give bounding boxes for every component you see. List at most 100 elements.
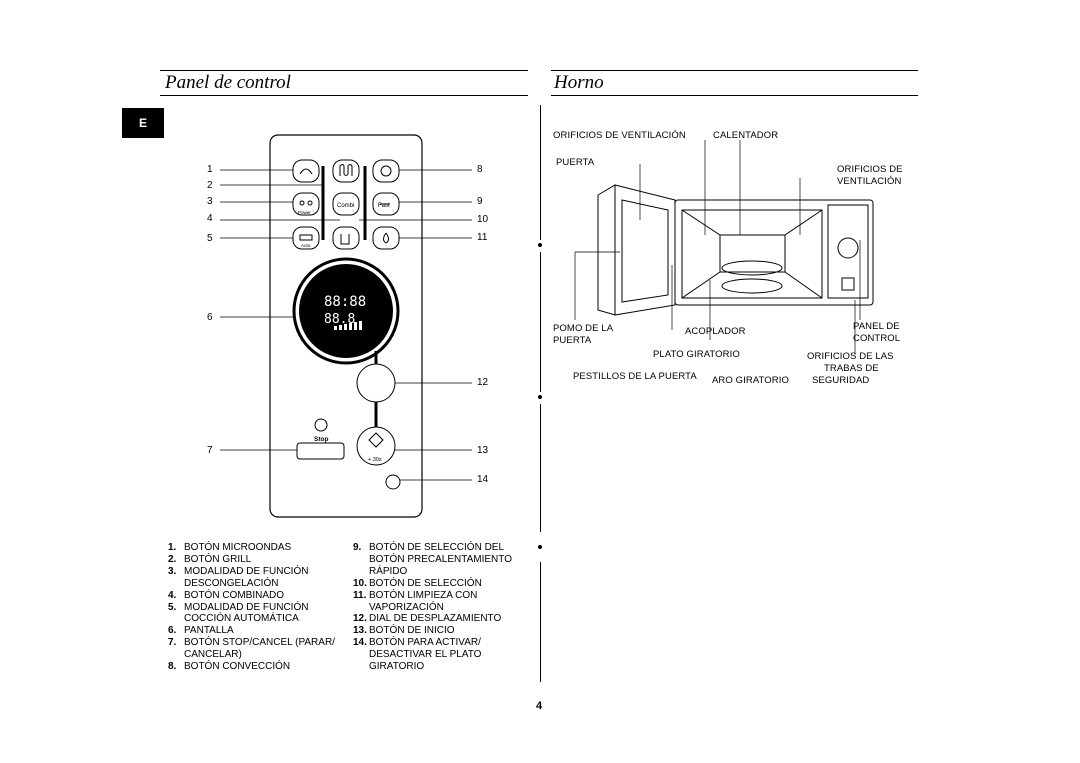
- legend-item: COCCIÓN AUTOMÁTICA: [168, 613, 335, 625]
- callout-3: 3: [207, 196, 213, 207]
- start-sub: + 30s: [368, 457, 382, 463]
- legend-item: DESACTIVAR EL PLATO: [353, 649, 512, 661]
- callout-14: 14: [477, 474, 489, 485]
- power-label: Power: [298, 210, 311, 215]
- label-handle-1: POMO DE LA: [553, 323, 614, 334]
- legend-item-number: 8.: [168, 661, 177, 673]
- page-number: 4: [536, 700, 543, 712]
- legend-item-text: RÁPIDO: [369, 565, 408, 577]
- callout-8: 8: [477, 164, 483, 175]
- label-heater: CALENTADOR: [713, 130, 779, 141]
- legend-item-number: 14.: [353, 637, 367, 649]
- legend-item-text: VAPORIZACIÓN: [369, 601, 444, 613]
- legend-item: RÁPIDO: [353, 566, 512, 578]
- callout-12: 12: [477, 377, 489, 388]
- legend-item-number: [353, 554, 369, 566]
- legend-item: CANCELAR): [168, 649, 335, 661]
- callout-6: 6: [207, 312, 213, 323]
- label-interlock-2: TRABAS DE: [824, 363, 879, 374]
- callout-9: 9: [477, 196, 483, 207]
- left-title-top-rule: [160, 70, 528, 71]
- legend-item: 14.BOTÓN PARA ACTIVAR/: [353, 637, 512, 649]
- divider-bullet-2: [538, 395, 542, 399]
- legend-item: GIRATORIO: [353, 661, 512, 673]
- legend-item-number: [168, 578, 184, 590]
- callout-4: 4: [207, 213, 213, 224]
- combi-label: Combi: [337, 203, 354, 209]
- auto-label: Auto: [301, 243, 311, 248]
- legend-item: 8. BOTÓN CONVECCIÓN: [168, 661, 335, 673]
- divider-bullet-3: [538, 545, 542, 549]
- legend-item-number: [168, 649, 184, 661]
- callout-10: 10: [477, 214, 489, 225]
- label-ring: ARO GIRATORIO: [712, 375, 789, 386]
- legend-item-number: 11.: [353, 589, 367, 601]
- legend-item: 4. BOTÓN COMBINADO: [168, 590, 335, 602]
- legend-item-number: [168, 613, 184, 625]
- legend-item: 12.DIAL DE DESPLAZAMIENTO: [353, 613, 512, 625]
- legend-item-text: GIRATORIO: [369, 661, 425, 673]
- legend-item-number: 7.: [168, 637, 177, 649]
- left-title-bottom-rule: [160, 95, 528, 96]
- label-vent-right-1: ORIFICIOS DE: [837, 164, 903, 175]
- column-divider-4: [540, 562, 541, 682]
- legend-item-text: DESACTIVAR EL PLATO: [369, 649, 482, 661]
- legend-item: 7. BOTÓN STOP/CANCEL (PARAR/: [168, 637, 335, 649]
- label-latches: PESTILLOS DE LA PUERTA: [573, 371, 697, 382]
- legend-item-text: BOTÓN DE SELECCIÓN: [369, 577, 482, 589]
- right-title-bottom-rule: [551, 95, 918, 96]
- legend-item-number: 5.: [168, 601, 177, 613]
- legend-item: 6. PANTALLA: [168, 625, 335, 637]
- callout-1: 1: [207, 164, 213, 175]
- legend-item-text: DESCONGELACIÓN: [184, 577, 279, 589]
- callout-13: 13: [477, 445, 489, 456]
- legend-item-text: MODALIDAD DE FUNCIÓN: [184, 601, 309, 613]
- legend-item-text: BOTÓN CONVECCIÓN: [184, 661, 291, 673]
- legend-item-text: CANCELAR): [184, 649, 242, 661]
- callout-11: 11: [477, 232, 488, 243]
- legend-item-number: 10.: [353, 577, 367, 589]
- legend-item-text: BOTÓN PARA ACTIVAR/: [369, 637, 481, 649]
- legend-item-text: BOTÓN MICROONDAS: [184, 542, 292, 553]
- label-interlock-3: SEGURIDAD: [812, 375, 870, 386]
- legend-item-text: BOTÓN STOP/CANCEL (PARAR/: [184, 637, 335, 649]
- legend-item: BOTÓN PRECALENTAMIENTO: [353, 554, 512, 566]
- legend-item: 9. BOTÓN DE SELECCIÓN DEL: [353, 542, 512, 554]
- stop-label: Stop: [314, 436, 328, 443]
- legend-item-number: 6.: [168, 625, 177, 637]
- label-handle-2: PUERTA: [553, 335, 592, 346]
- legend-item-number: 2.: [168, 553, 177, 565]
- column-divider-1: [540, 105, 541, 240]
- legend-item: 1. BOTÓN MICROONDAS: [168, 542, 335, 554]
- oven-diagram: [574, 140, 874, 355]
- legend-item: DESCONGELACIÓN: [168, 578, 335, 590]
- legend-item-text: BOTÓN DE SELECCIÓN DEL: [369, 542, 505, 553]
- callout-7: 7: [207, 445, 213, 456]
- legend-item-text: BOTÓN GRILL: [184, 553, 252, 565]
- legend-item-number: 1.: [168, 542, 177, 553]
- legend-item-number: 4.: [168, 589, 177, 601]
- label-panel-1: PANEL DE: [853, 321, 900, 332]
- legend-item-number: 9.: [353, 542, 362, 553]
- legend-item-text: MODALIDAD DE FUNCIÓN: [184, 565, 309, 577]
- control-panel-diagram: Combi Fast Power Auto 88:88 88.8 Stop + …: [220, 134, 472, 518]
- legend-item-number: 13.: [353, 625, 367, 637]
- legend-item-number: 12.: [353, 613, 367, 625]
- legend-item-text: PANTALLA: [184, 625, 234, 637]
- legend-item-text: BOTÓN LIMPIEZA CON: [369, 589, 478, 601]
- label-panel-2: CONTROL: [853, 333, 901, 344]
- section-title-control-panel: Panel de control: [165, 72, 291, 93]
- legend-item: 13.BOTÓN DE INICIO: [353, 625, 512, 637]
- label-door: PUERTA: [556, 157, 595, 168]
- legend-item: VAPORIZACIÓN: [353, 602, 512, 614]
- legend-item: 3.MODALIDAD DE FUNCIÓN: [168, 566, 335, 578]
- label-coupler: ACOPLADOR: [685, 326, 746, 337]
- legend-item-text: BOTÓN PRECALENTAMIENTO: [369, 553, 512, 565]
- legend-item-text: COCCIÓN AUTOMÁTICA: [184, 613, 299, 625]
- legend-item: 5. MODALIDAD DE FUNCIÓN: [168, 602, 335, 614]
- legend-item-number: [353, 602, 369, 614]
- callout-2: 2: [207, 180, 213, 191]
- legend-item-text: BOTÓN COMBINADO: [184, 589, 285, 601]
- legend-item-number: [353, 566, 369, 578]
